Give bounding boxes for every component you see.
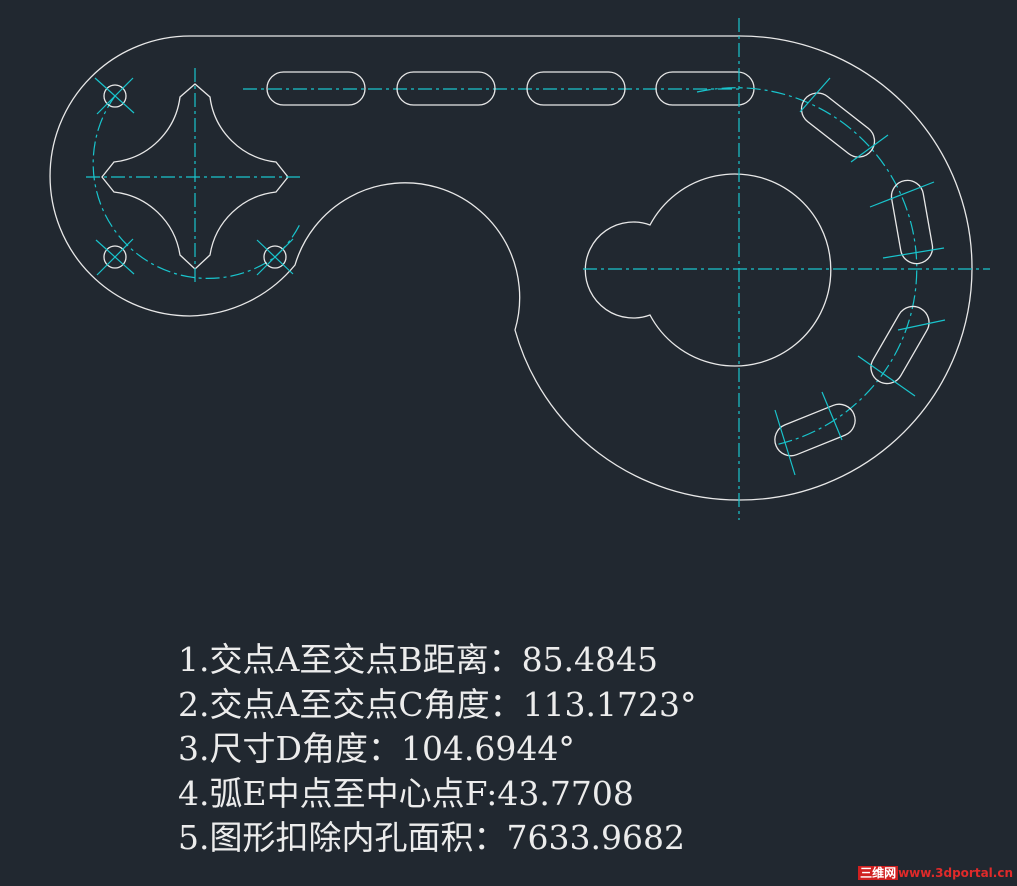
result-line-4: 4.弧E中点至中心点F:43.7708 [178,773,634,813]
watermark-site-name: 三维网 [858,866,899,880]
outer-profile [49,35,973,501]
arc-slot-1 [799,77,889,163]
results-list: 1.交点A至交点B距离：85.4845 2.交点A至交点C角度：113.1723… [178,638,697,861]
watermark-url: www.3dportal.cn [898,866,1013,880]
small-hole-bottom-right [256,238,294,276]
arc-slot-3 [857,305,946,397]
result-line-5: 5.图形扣除内孔面积：7633.9682 [178,818,685,857]
slot-1 [266,71,366,106]
slot-3 [526,71,626,106]
result-line-2: 2.交点A至交点C角度：113.1723° [178,684,697,724]
arc-slots-pitch-circle [696,87,918,446]
result-line-1: 1.交点A至交点B距离：85.4845 [178,640,659,679]
left-bolt-circle [92,95,301,280]
arc-slot-4 [774,391,856,476]
arc-slot-2 [869,179,945,265]
main-bore-with-key [584,173,832,367]
result-line-3: 3.尺寸D角度：104.6944° [178,729,575,768]
slot-2 [396,71,496,106]
small-hole-bottom-left [95,238,135,276]
small-hole-top [94,77,135,115]
